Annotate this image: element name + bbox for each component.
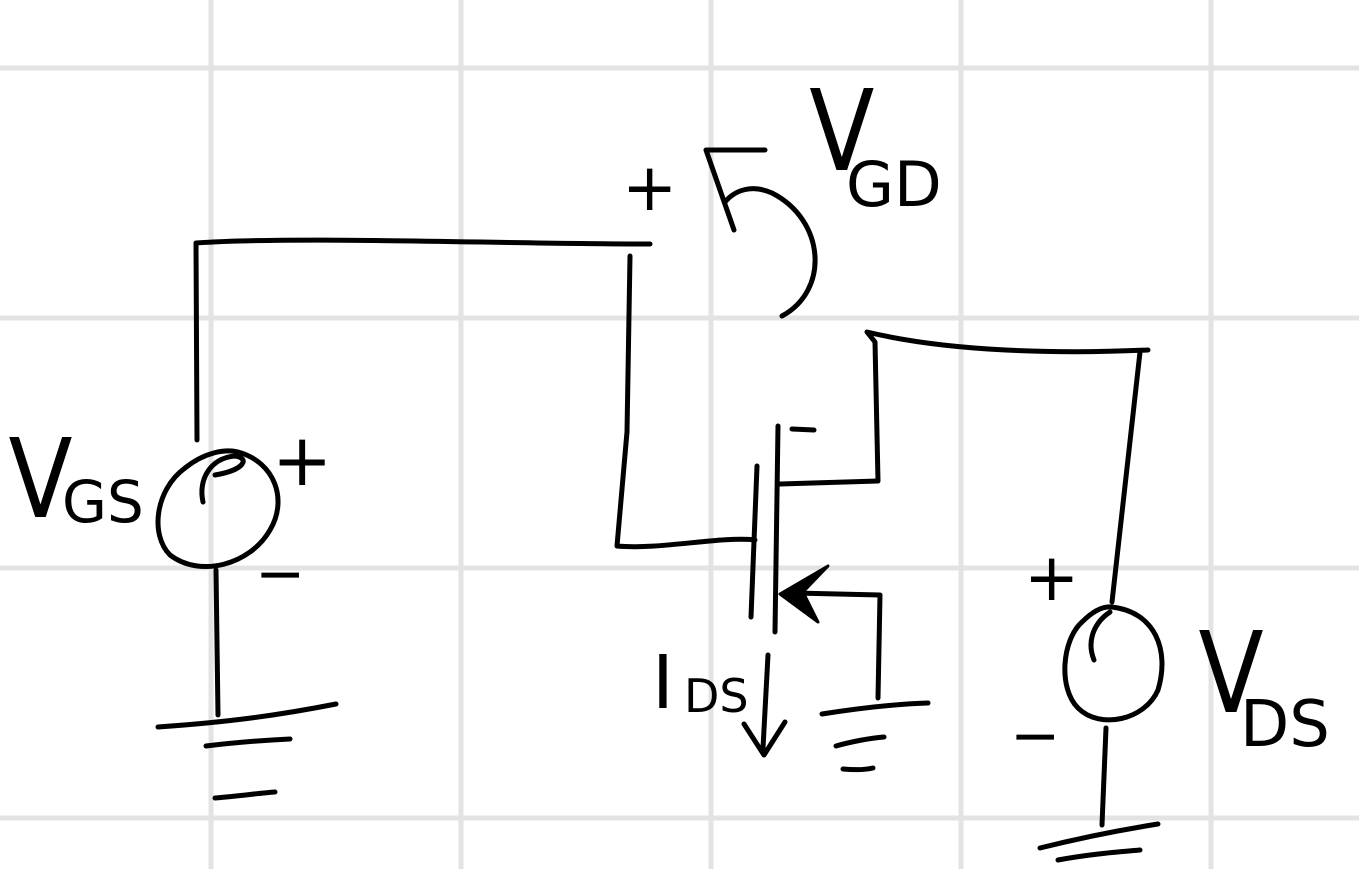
channel-line: [772, 423, 781, 635]
ids-label-subscript: DS: [684, 669, 749, 723]
ids-label-main: I: [652, 640, 674, 726]
vgs-ground-wire: [213, 567, 221, 718]
ids-arrow-icon: [741, 652, 788, 758]
vgd-label: V GD: [809, 67, 942, 221]
gate-plate: [748, 463, 760, 620]
vds-minus-sign: −: [1010, 701, 1060, 771]
vgd-label-main: V: [809, 67, 874, 197]
vds-ground-wire: [1099, 725, 1109, 828]
vgs-source-inner-stroke: [199, 453, 246, 505]
source-wire: [792, 590, 883, 701]
vds-plus-sign: +: [1024, 539, 1079, 616]
vds-label: V DS: [1199, 609, 1330, 762]
vgd-label-subscript: GD: [846, 148, 942, 221]
vds-ground-icon: [1037, 821, 1161, 863]
vds-source: [1062, 604, 1165, 723]
vds-label-subscript: DS: [1240, 688, 1330, 762]
vgs-ground-icon: [155, 701, 339, 801]
drain-tick: [789, 426, 817, 433]
ids-label: I DS: [652, 640, 749, 726]
vds-source-circle: [1062, 604, 1165, 723]
vds-source-inner-stroke: [1088, 609, 1113, 663]
gate-wire-drop: [614, 253, 758, 550]
gate-wire: [193, 237, 653, 443]
drain-wire: [777, 329, 1151, 487]
vgd-arrow-icon: [703, 147, 818, 319]
mosfet-symbol: [748, 329, 1151, 701]
vgs-source: [155, 448, 281, 570]
vgs-source-circle: [155, 448, 281, 570]
vgs-minus-sign: −: [255, 539, 305, 609]
vgs-label-main: V: [9, 416, 73, 544]
vds-drain-wire: [1109, 349, 1143, 605]
source-ground-icon: [819, 700, 931, 773]
vgs-label: V GS: [9, 416, 144, 544]
source-arrow-icon: [778, 564, 830, 624]
vgs-plus-sign: +: [272, 418, 332, 502]
vgd-plus-sign: +: [622, 149, 677, 226]
vgs-label-subscript: GS: [62, 468, 144, 536]
vds-label-main: V: [1199, 609, 1264, 739]
